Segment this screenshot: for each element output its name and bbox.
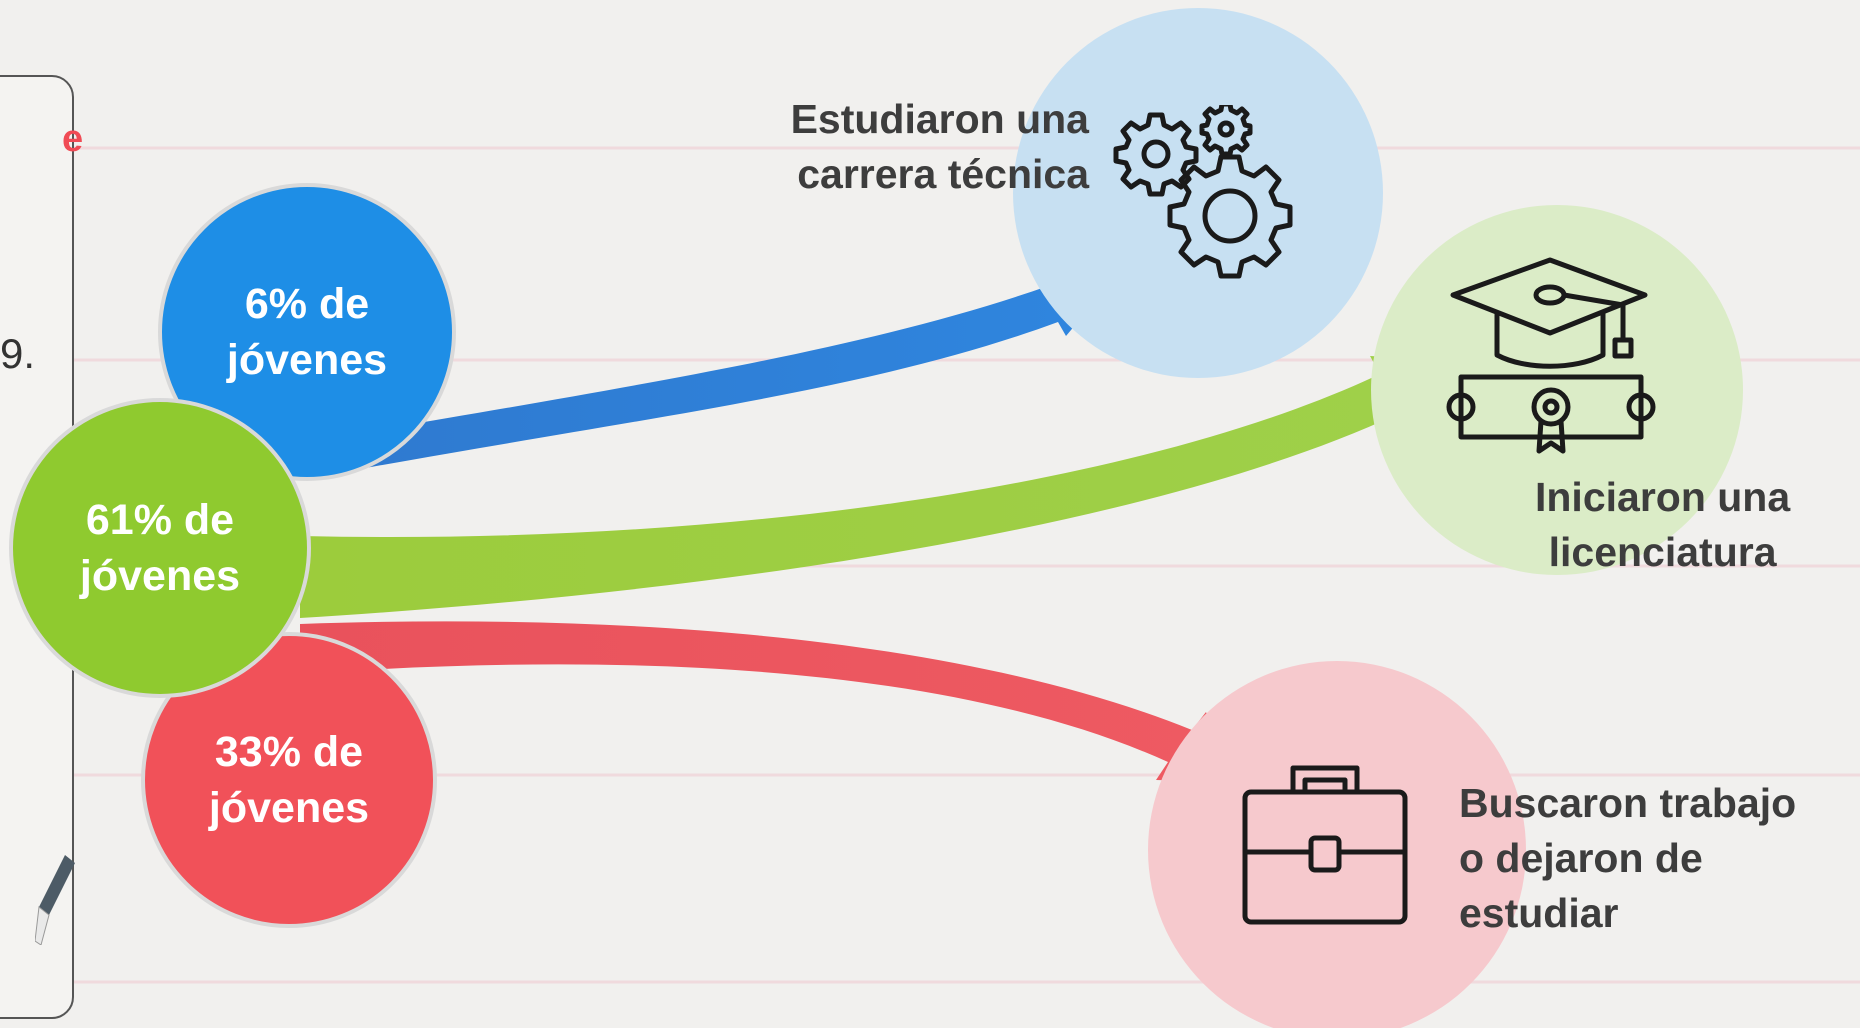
pen-illustration bbox=[35, 855, 75, 945]
side-panel-text-fragment: 9. bbox=[0, 330, 36, 377]
degree-label: Iniciaron una licenciatura bbox=[1535, 474, 1791, 575]
group-noun: jóvenes bbox=[79, 552, 241, 600]
briefcase-icon bbox=[1242, 765, 1408, 925]
gears-icon bbox=[1113, 105, 1293, 279]
arrow-to-degree bbox=[300, 356, 1454, 618]
graduation-cap-diploma-icon bbox=[1446, 257, 1656, 454]
arrow-to-work-or-dropout bbox=[300, 621, 1232, 782]
side-panel-text-fragment: e bbox=[62, 118, 84, 160]
arrow-to-technical-career bbox=[296, 262, 1128, 480]
group-noun: jóvenes bbox=[208, 784, 370, 832]
technical-career-label: Estudiaron una carrera técnica bbox=[790, 96, 1089, 197]
group-percentage: 61% de bbox=[85, 496, 235, 544]
technical-career-circle bbox=[1013, 8, 1383, 378]
group-noun: jóvenes bbox=[226, 336, 388, 384]
group-61-percent-circle: 61% de jóvenes bbox=[9, 398, 311, 698]
group-percentage: 6% de bbox=[244, 280, 370, 328]
work-or-dropout-label: Buscaron trabajo o dejaron de estudiar bbox=[1459, 780, 1797, 936]
group-6-percent-circle: 6% de jóvenes bbox=[158, 183, 456, 481]
group-percentage: 33% de bbox=[214, 728, 364, 776]
